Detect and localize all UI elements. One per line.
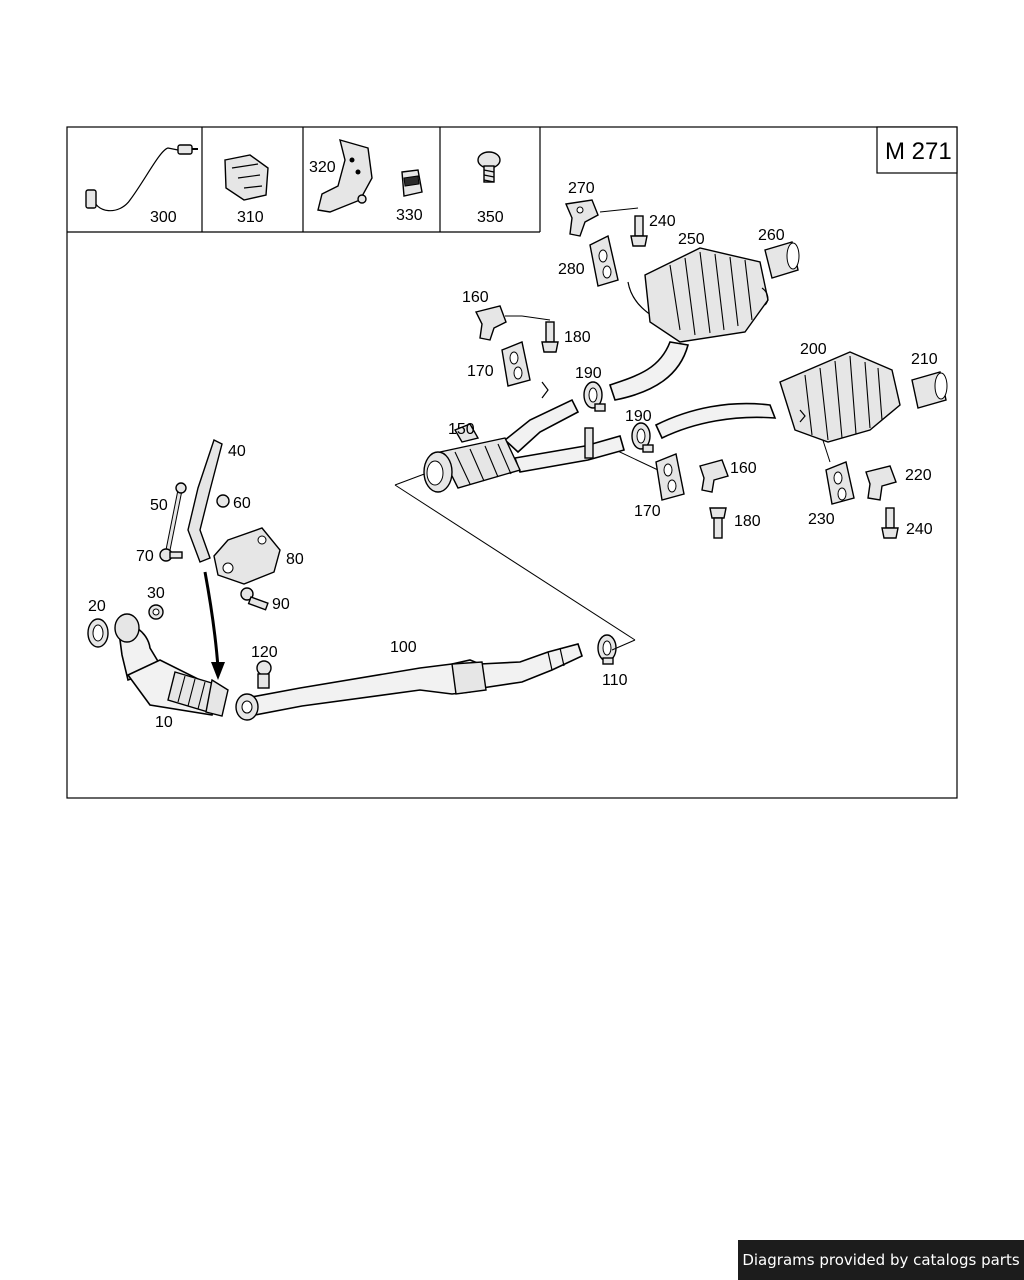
part-110-clamp xyxy=(597,634,617,665)
callout-330: 330 xyxy=(396,207,423,224)
callout-170-top: 170 xyxy=(467,363,494,380)
part-170-rubber-hanger-left xyxy=(501,341,531,387)
assembly-arrow xyxy=(203,571,225,680)
part-320-bracket xyxy=(317,138,373,213)
part-210-tailpipe xyxy=(911,371,948,409)
callout-150: 150 xyxy=(448,421,475,438)
part-330-mount xyxy=(401,169,423,197)
model-box xyxy=(876,126,958,174)
diagram-frame xyxy=(66,126,958,799)
part-30-nut xyxy=(148,604,164,620)
top-parts-boxes xyxy=(67,127,541,233)
callout-220: 220 xyxy=(905,467,932,484)
part-80-bracket xyxy=(213,527,281,585)
part-300-oxygen-sensor xyxy=(85,144,198,212)
part-50-rod xyxy=(165,482,187,551)
callout-160-top: 160 xyxy=(462,289,489,306)
part-100-front-pipe xyxy=(235,643,583,721)
part-180-bolt-left xyxy=(541,321,559,353)
callout-240-top: 240 xyxy=(649,213,676,230)
part-180-bolt-right xyxy=(709,507,727,539)
callout-250: 250 xyxy=(678,231,705,248)
part-310-bracket xyxy=(224,154,269,201)
callout-310: 310 xyxy=(237,209,264,226)
part-150-center-catalyst xyxy=(423,381,625,493)
callout-110: 110 xyxy=(602,672,628,689)
part-250-rear-left-muffler xyxy=(608,247,769,401)
callout-50: 50 xyxy=(150,497,168,514)
callout-190-right: 190 xyxy=(625,408,652,425)
callout-90: 90 xyxy=(272,596,290,613)
callout-40: 40 xyxy=(228,443,246,460)
callout-180-bottom: 180 xyxy=(734,513,761,530)
part-240-bolt-top xyxy=(630,215,648,247)
part-170-rubber-hanger-right xyxy=(655,453,685,501)
callout-230: 230 xyxy=(808,511,835,528)
callout-280: 280 xyxy=(558,261,585,278)
model-label: M 271 xyxy=(885,138,952,165)
callout-80: 80 xyxy=(286,551,304,568)
callout-210: 210 xyxy=(911,351,938,368)
part-70-screw xyxy=(159,548,183,562)
part-230-rubber-hanger xyxy=(825,461,855,505)
callout-10: 10 xyxy=(155,714,173,731)
part-10-front-catalyst xyxy=(114,613,229,717)
part-190-clamp-left xyxy=(583,381,606,412)
part-260-tailpipe xyxy=(764,241,800,279)
part-240-bolt-right xyxy=(881,507,899,539)
part-220-hanger-bracket xyxy=(865,465,897,501)
callout-70: 70 xyxy=(136,548,154,565)
callout-260: 260 xyxy=(758,227,785,244)
attribution-footer: Diagrams provided by catalogs parts xyxy=(738,1240,1024,1280)
callout-120: 120 xyxy=(251,644,278,661)
part-160-hanger-bracket-left xyxy=(474,305,507,341)
callout-190-left: 190 xyxy=(575,365,602,382)
part-20-gasket xyxy=(87,618,109,648)
callout-labels: 300 310 320 330 350 270 240 250 260 280 … xyxy=(88,159,938,731)
part-200-rear-right-muffler xyxy=(654,351,901,443)
part-40-bracket xyxy=(187,439,223,563)
part-120-bolt xyxy=(256,660,272,689)
callout-160-bottom: 160 xyxy=(730,460,757,477)
part-90-bolt xyxy=(240,587,269,611)
callout-100: 100 xyxy=(390,639,417,656)
part-160-hanger-bracket-right xyxy=(699,459,729,493)
callout-60: 60 xyxy=(233,495,251,512)
callout-200: 200 xyxy=(800,341,827,358)
callout-270: 270 xyxy=(568,180,595,197)
callout-170-bottom: 170 xyxy=(634,503,661,520)
part-60-nut xyxy=(216,494,230,508)
callout-300: 300 xyxy=(150,209,177,226)
callout-20: 20 xyxy=(88,598,106,615)
part-350-screw xyxy=(477,151,501,183)
part-280-rubber-hanger xyxy=(589,234,619,287)
part-270-hanger-bracket xyxy=(565,199,599,237)
callout-180-top: 180 xyxy=(564,329,591,346)
part-190-clamp-right xyxy=(631,422,654,453)
callout-30: 30 xyxy=(147,585,165,602)
callout-350: 350 xyxy=(477,209,504,226)
callout-320: 320 xyxy=(309,159,336,176)
callout-240-bottom: 240 xyxy=(906,521,933,538)
